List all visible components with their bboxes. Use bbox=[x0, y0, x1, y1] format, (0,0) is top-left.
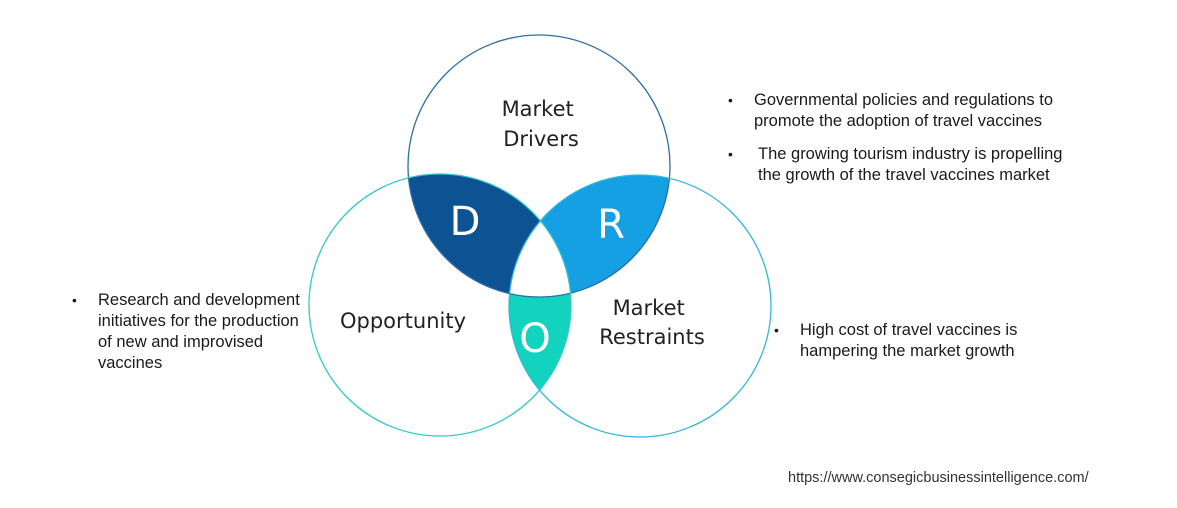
list-item: High cost of travel vaccines is hamperin… bbox=[774, 320, 1074, 362]
market-drivers-label: Market Drivers bbox=[502, 97, 581, 151]
letter-r: R bbox=[597, 202, 625, 248]
opportunity-circle bbox=[308, 173, 572, 437]
drivers-restraints-intersection bbox=[509, 175, 670, 297]
list-item: The growing tourism industry is propelli… bbox=[728, 144, 1068, 186]
market-restraints-label: Market Restraints bbox=[599, 296, 705, 349]
restraints-bullet-list: High cost of travel vaccines is hamperin… bbox=[774, 320, 1074, 374]
list-item: Research and development initiatives for… bbox=[72, 290, 302, 374]
drivers-opportunity-intersection bbox=[408, 174, 571, 297]
letter-o: O bbox=[519, 316, 550, 362]
market-drivers-circle bbox=[407, 34, 671, 298]
list-item: Governmental policies and regulations to… bbox=[728, 90, 1068, 132]
source-url[interactable]: https://www.consegicbusinessintelligence… bbox=[788, 470, 1089, 486]
market-restraints-circle bbox=[508, 174, 772, 438]
opportunity-label: Opportunity bbox=[340, 309, 466, 333]
letter-d: D bbox=[450, 199, 481, 245]
opportunity-bullet-list: Research and development initiatives for… bbox=[72, 290, 302, 386]
drivers-bullet-list: Governmental policies and regulations to… bbox=[728, 90, 1068, 198]
